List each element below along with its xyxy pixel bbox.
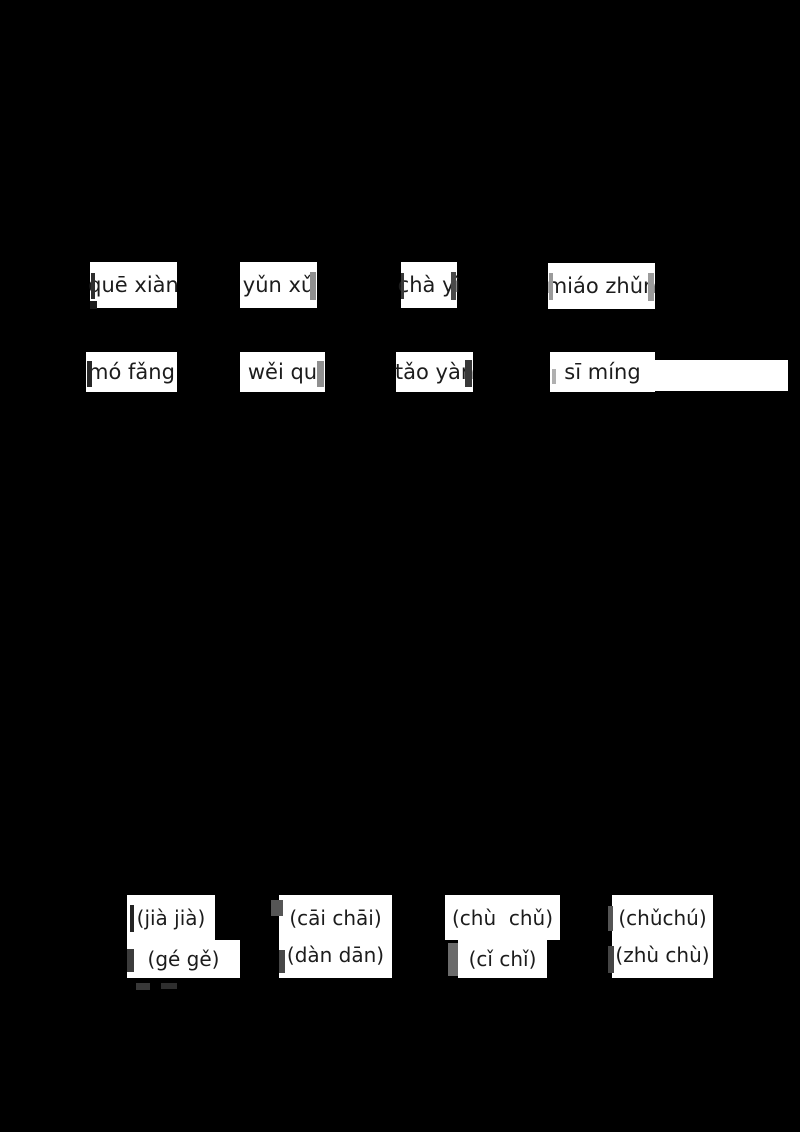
tone-choice-ci: (cǐ chǐ): [458, 940, 547, 978]
tone-choice-text: (chǔchú): [618, 905, 707, 930]
tone-choice-cai-dan: (cāi chāi) (dàn dān): [279, 895, 392, 978]
pinyin-box-tao-yan: tǎo yàn: [394, 352, 475, 392]
glyph-fragment: [465, 360, 472, 387]
tone-choice-text: (cǐ chǐ): [468, 947, 537, 971]
glyph-fragment: [310, 272, 316, 300]
pinyin-text: quē xiàn: [88, 272, 179, 297]
pinyin-box-miao-zhun: miáo zhǔn: [546, 263, 657, 309]
tone-choice-chu-zhu: (chǔchú) (zhù chù): [612, 895, 713, 978]
pinyin-text: sī míng: [564, 359, 641, 384]
tone-choice-ge: (gé gě): [127, 940, 240, 978]
tone-choice-text: (zhù chù): [615, 943, 710, 968]
pinyin-text: wěi qu: [247, 359, 318, 384]
glyph-fragment: [279, 950, 285, 973]
pinyin-box-que-xian: quē xiàn: [88, 262, 179, 308]
glyph-fragment: [161, 983, 177, 989]
glyph-fragment: [130, 905, 134, 932]
glyph-fragment: [87, 361, 92, 387]
glyph-fragment: [648, 273, 654, 301]
glyph-fragment: [451, 272, 456, 300]
glyph-fragment: [90, 301, 97, 309]
glyph-fragment: [608, 946, 614, 973]
glyph-fragment: [317, 361, 324, 387]
tone-choice-text: (gé gě): [147, 947, 220, 971]
tone-choice-text: (cāi chāi): [289, 905, 382, 930]
pinyin-box-wei-qu: wěi qu: [240, 352, 325, 392]
pinyin-text: tǎo yàn: [394, 359, 475, 384]
glyph-fragment: [127, 949, 134, 972]
glyph-fragment: [552, 369, 556, 384]
pinyin-text: miáo zhǔn: [546, 273, 657, 298]
pinyin-box-si-ming: sī míng: [550, 352, 655, 392]
glyph-fragment: [91, 273, 95, 299]
pinyin-text: yǔn xǔ: [242, 272, 315, 297]
pinyin-box-cha-yi: chà yì: [398, 262, 460, 308]
tone-choice-text: (chù chǔ): [451, 905, 553, 930]
glyph-fragment: [608, 906, 613, 931]
glyph-fragment: [136, 983, 150, 990]
glyph-fragment: [448, 943, 458, 976]
pinyin-box-mo-fang: mó fǎng: [86, 352, 177, 392]
tone-choice-text: (jià jià): [136, 905, 206, 930]
glyph-fragment: [401, 273, 404, 299]
pinyin-text: mó fǎng: [88, 359, 175, 384]
glyph-fragment: [549, 273, 553, 300]
tone-choice-jia: (jià jià): [127, 895, 215, 940]
glyph-fragment: [271, 900, 283, 916]
tone-choice-chu: (chù chǔ): [445, 895, 560, 940]
tone-choice-text: (dàn dān): [286, 943, 385, 968]
pinyin-box-yun-xu: yǔn xǔ: [240, 262, 317, 308]
